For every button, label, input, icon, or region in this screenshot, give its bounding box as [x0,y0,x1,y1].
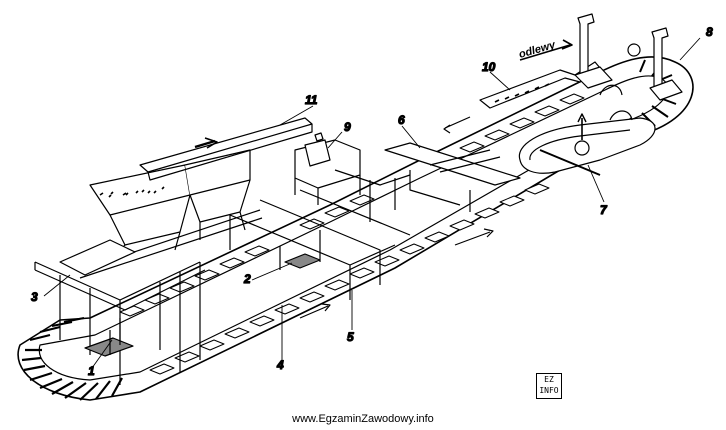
logo-bottom-text: INFO [539,386,559,395]
mould-station-2 [284,253,321,269]
label-4: 4 [276,358,284,372]
main-conveyor-loop [17,56,694,401]
flow-label-castings: odlewy [518,39,558,61]
label-2: 2 [243,272,251,286]
label-5: 5 [347,330,354,344]
left-gantry-frame [34,239,206,385]
base-station-1 [84,318,134,357]
knockout-unit-7 [518,84,656,176]
label-11: 11 [305,93,318,107]
ez-info-logo: EZ INFO [536,373,562,399]
exhaust-stacks [574,13,683,101]
label-7: 7 [600,203,608,217]
label-9: 9 [344,120,351,134]
footer-url: www.EgzaminZawodowy.info [292,413,434,425]
label-10: 10 [482,60,496,74]
pouring-machine-9 [294,132,411,222]
moulds-back-row [119,93,585,317]
flow-arrows [299,116,494,319]
label-1: 1 [88,364,95,378]
label-3: 3 [31,290,38,304]
logo-top-text: EZ [544,375,554,384]
ladle-gantry-6 [384,142,521,212]
label-6: 6 [398,113,405,127]
moulds-front-row [149,183,550,375]
label-leaders [43,37,701,369]
label-8: 8 [706,25,713,39]
feeder-belt [139,117,313,181]
